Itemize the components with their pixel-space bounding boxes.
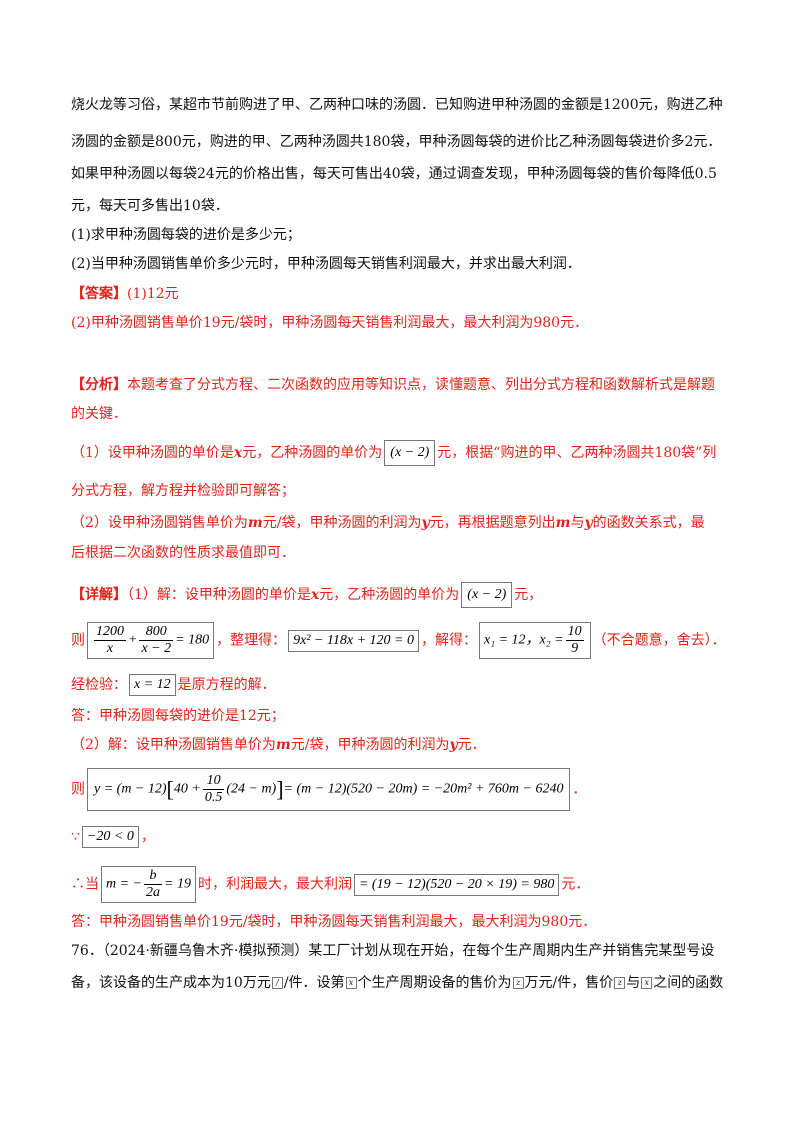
analysis-line-3: （1）设甲种汤圆的单价是x元，乙种汤圆的单价为(x − 2)元，根据“购进的甲、… xyxy=(71,440,716,466)
expr-x-minus-2-box: (x − 2) xyxy=(461,582,513,608)
analysis-tag: 【分析】 xyxy=(71,377,127,393)
analysis-line-5: （2）设甲种汤圆销售单价为m元/袋，甲种汤圆的利润为y元，再根据题意列出m与y的… xyxy=(71,515,705,531)
x-equals-12-box: x = 12 xyxy=(129,674,176,696)
detail-line-1: 【详解】（1）解：设甲种汤圆的单价是x元，乙种汤圆的单价为(x − 2)元， xyxy=(71,582,542,608)
problem-line-1: 烧火龙等习俗，某超市节前购进了甲、乙两种口味的汤圆．已知购进甲种汤圆的金额是12… xyxy=(71,97,723,113)
negative-coefficient-box: −20 < 0 xyxy=(81,826,139,848)
problem-line-3: 如果甲种汤圆以每袋24元的价格出售，每天可售出40袋，通过调查发现，甲种汤圆每袋… xyxy=(71,166,717,182)
analysis-line-4: 分式方程，解方程并检验即可解答； xyxy=(71,483,295,499)
answer-1: (1)12元 xyxy=(127,286,179,302)
analysis-line-6: 后根据二次函数的性质求最值即可． xyxy=(71,545,295,561)
problem-line-4: 元，每天可多售出10袋． xyxy=(71,198,229,214)
analysis-line-1: 【分析】本题考查了分式方程、二次函数的应用等知识点，读懂题意、列出分式方程和函数… xyxy=(71,377,715,393)
answer-line-1: 【答案】(1)12元 xyxy=(71,284,179,304)
question-2: (2)当甲种汤圆销售单价多少元时，甲种汤圆每天销售利润最大，并求出最大利润． xyxy=(71,256,581,272)
analysis-line-2: 的关键． xyxy=(71,406,127,422)
max-profit-box: = (19 − 12)(520 − 20 × 19) = 980 xyxy=(353,873,560,896)
detail-tag: 【详解】 xyxy=(71,587,127,603)
formula-placeholder-icon: / xyxy=(271,977,283,989)
next-problem-line-1: 76．（2024·新疆乌鲁木齐·模拟预测）某工厂计划从现在开始，在每个生产周期内… xyxy=(71,943,715,959)
detail-line-4: 答：甲种汤圆每袋的进价是12元； xyxy=(71,708,285,724)
answer-line-2: (2)甲种汤圆销售单价19元/袋时，甲种汤圆每天销售利润最大，最大利润为980元… xyxy=(71,315,589,331)
question-1: (1)求甲种汤圆每袋的进价是多少元； xyxy=(71,227,301,243)
problem-line-2: 汤圆的金额是800元，购进的甲、乙两种汤圆共180袋，甲种汤圆每袋的进价比乙种汤… xyxy=(71,134,722,150)
detail-line-5: （2）解：设甲种汤圆销售单价为m元/袋，甲种汤圆的利润为y元． xyxy=(71,737,486,753)
expr-x-minus-2-box: (x − 2) xyxy=(384,440,436,466)
answer-tag: 【答案】 xyxy=(71,286,127,302)
detail-line-7: ∵−20 < 0， xyxy=(71,826,155,848)
detail-line-9: 答：甲种汤圆销售单价19元/袋时，甲种汤圆每天销售利润最大，最大利润为980元． xyxy=(71,914,597,930)
quadratic-equation-box: 9x² − 118x + 120 = 0 xyxy=(288,629,420,652)
